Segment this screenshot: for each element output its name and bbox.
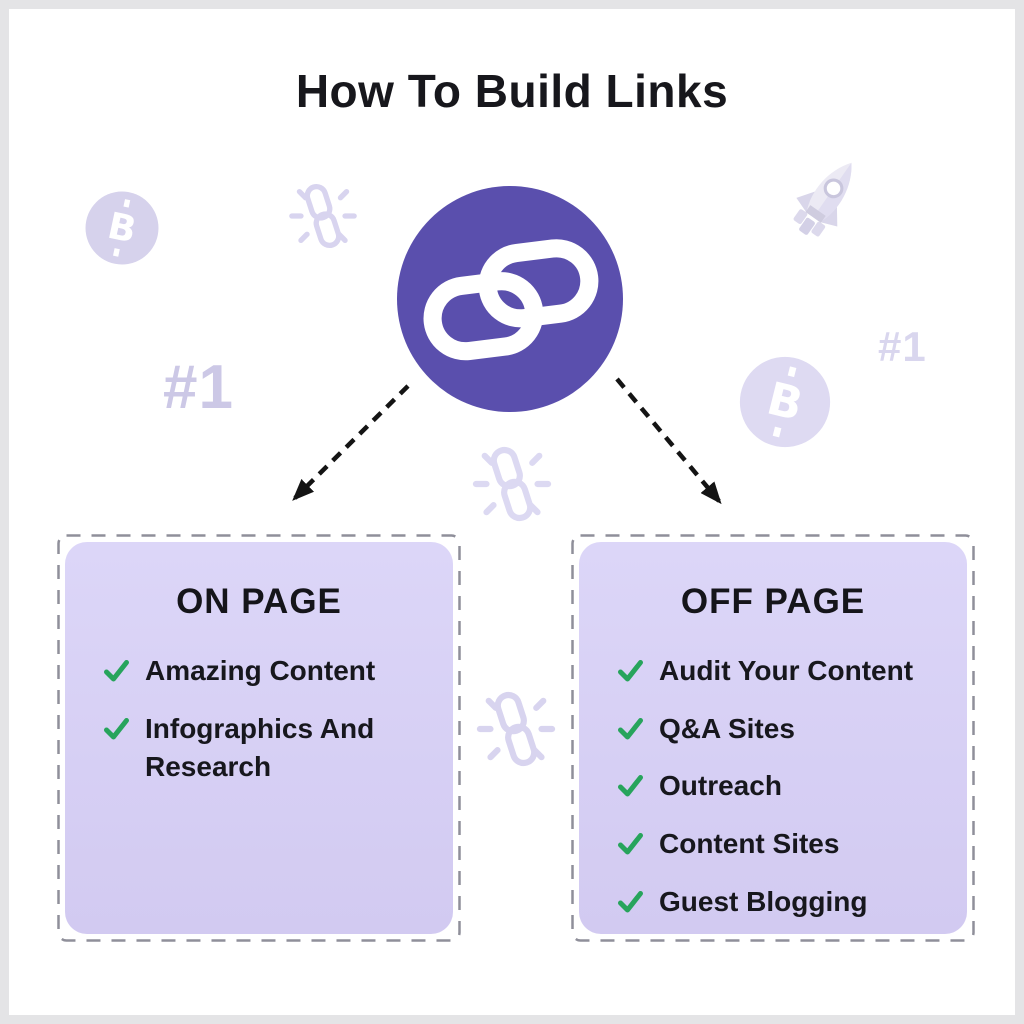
- off-page-heading: OFF PAGE: [680, 582, 866, 621]
- list-item-label: Infographics And Research: [145, 712, 375, 783]
- check-icon: [618, 890, 643, 912]
- on-page-panel: ON PAGE Amazing Content Infographics And…: [65, 542, 453, 934]
- chain-sparkle-icon: [476, 691, 556, 767]
- rank-1-badge: #1: [878, 323, 927, 370]
- chain-link-icon: [423, 239, 599, 361]
- list-item-label: Audit Your Content: [659, 655, 914, 686]
- bitcoin-coin-icon: B: [85, 191, 159, 265]
- on-page-list: Amazing Content Infographics And Researc…: [65, 652, 453, 787]
- check-icon: [618, 660, 643, 682]
- off-page-panel: OFF PAGE Audit Your Content Q&A Sites Ou…: [579, 542, 967, 934]
- rank-1-badge: #1: [163, 353, 234, 422]
- list-item: Guest Blogging: [617, 883, 949, 922]
- check-icon: [104, 717, 129, 740]
- chain-sparkle-icon: [289, 183, 357, 249]
- list-item: Content Sites: [617, 825, 949, 864]
- list-item-label: Guest Blogging: [659, 885, 868, 917]
- rocket-icon: [793, 162, 852, 237]
- bitcoin-coin-icon: B: [739, 356, 831, 448]
- check-icon: [618, 832, 643, 855]
- on-page-heading: ON PAGE: [176, 582, 342, 621]
- list-item-label: Q&A Sites: [659, 712, 795, 744]
- list-item: Infographics And Research: [103, 710, 435, 787]
- page-title: How To Build Links: [295, 65, 729, 117]
- list-item-label: Amazing Content: [145, 655, 376, 686]
- check-icon: [104, 660, 129, 682]
- check-icon: [618, 717, 643, 740]
- list-item: Q&A Sites: [617, 710, 949, 749]
- off-page-box: OFF PAGE Audit Your Content Q&A Sites Ou…: [571, 534, 975, 942]
- list-item: Outreach: [617, 767, 949, 806]
- list-item-label: Content Sites: [659, 827, 840, 859]
- check-icon: [618, 775, 643, 797]
- list-item: Amazing Content: [103, 652, 435, 691]
- list-item-label: Outreach: [659, 770, 782, 802]
- chain-sparkle-icon: [472, 446, 552, 522]
- list-item: Audit Your Content: [617, 652, 949, 691]
- on-page-box: ON PAGE Amazing Content Infographics And…: [57, 534, 461, 942]
- central-link-node: [397, 186, 623, 412]
- off-page-list: Audit Your Content Q&A Sites Outreach Co…: [579, 652, 967, 921]
